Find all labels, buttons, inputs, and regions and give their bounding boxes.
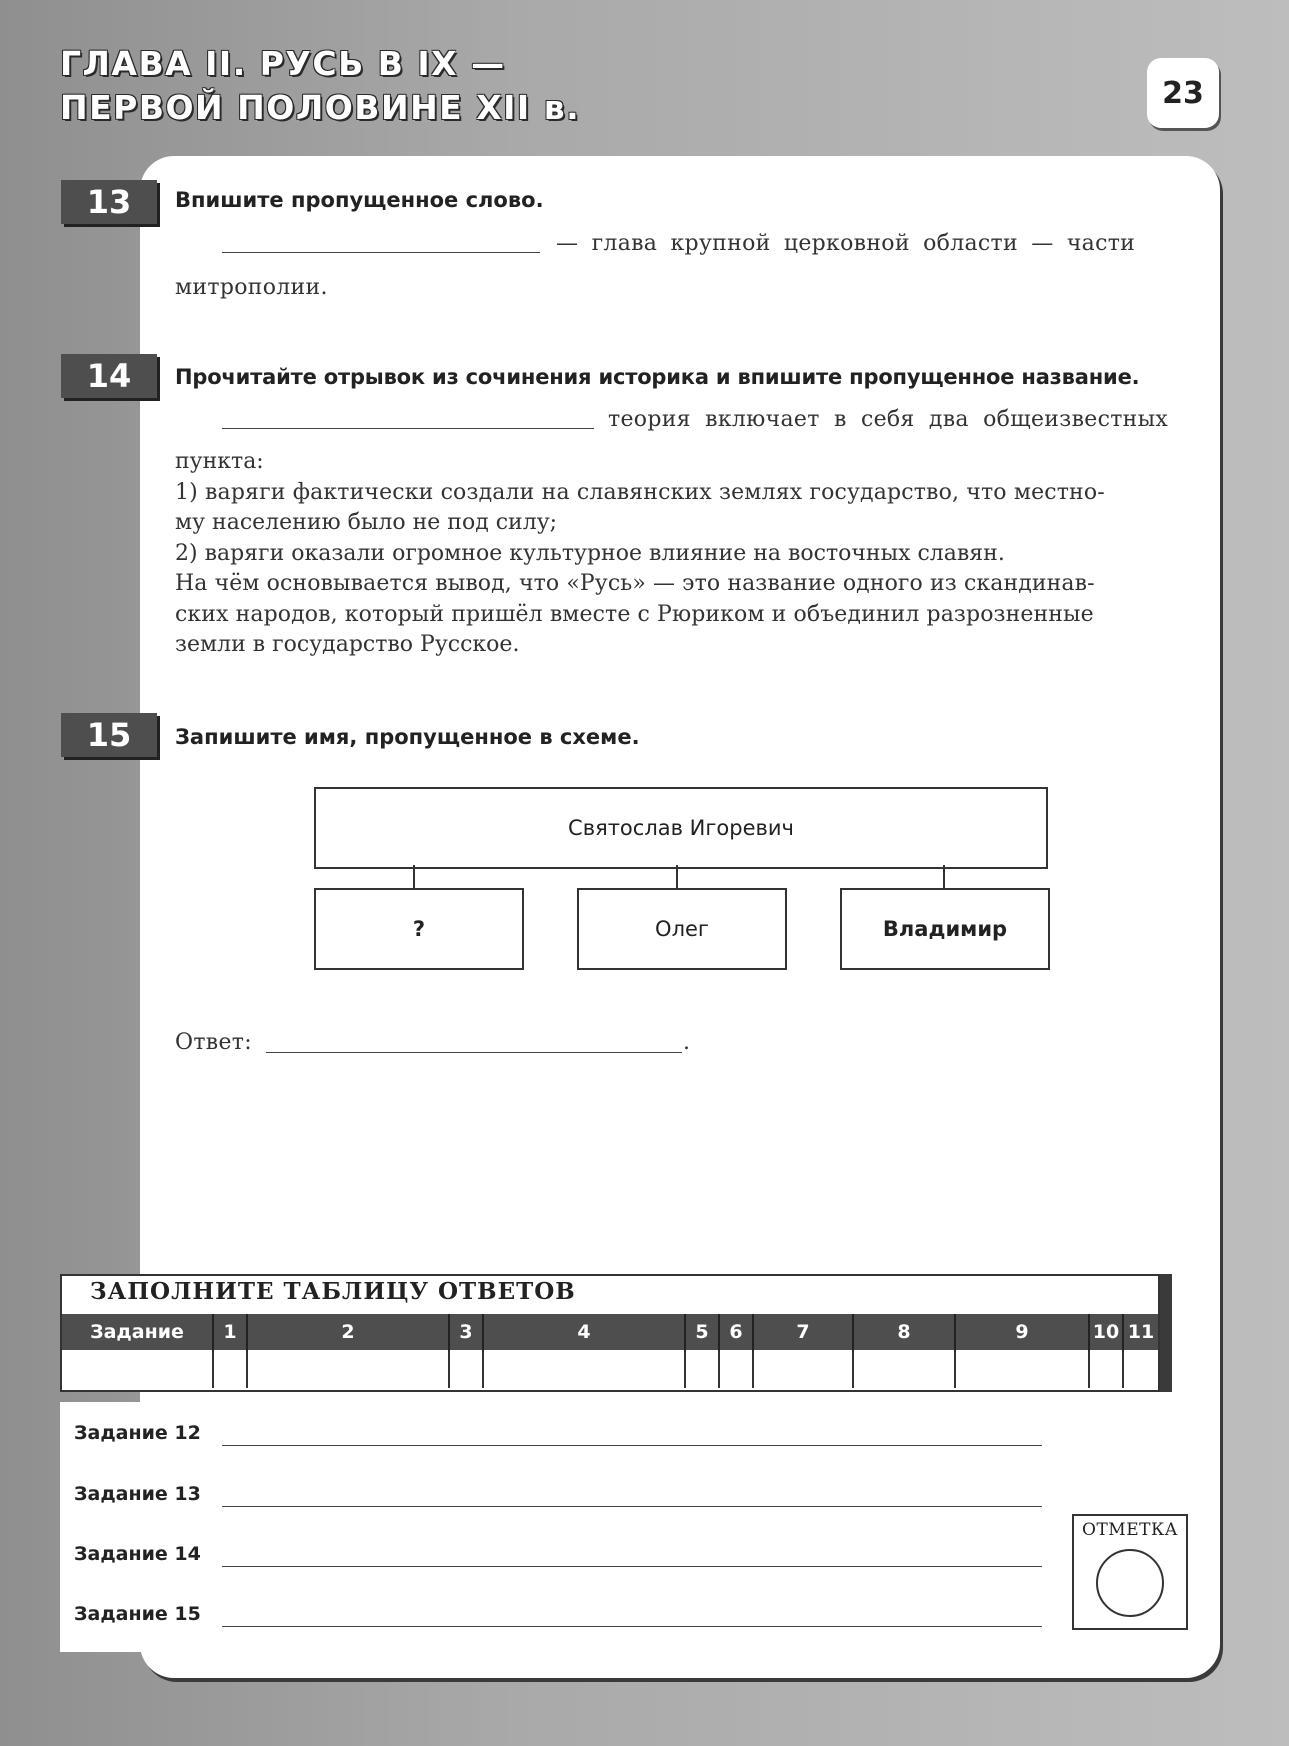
- task-13-badge: 13: [61, 180, 157, 224]
- answer-blank[interactable]: [266, 1028, 682, 1062]
- diagram-child-unknown: ?: [314, 888, 524, 970]
- table-answer-cell[interactable]: [686, 1350, 720, 1388]
- passage-line: земли в государство Русское.: [175, 632, 520, 657]
- answer-line-label-13: Задание 13: [74, 1483, 201, 1505]
- task-13-heading: Впишите пропущенное слово.: [175, 188, 544, 212]
- answer-table-title: ЗАПОЛНИТЕ ТАБЛИЦУ ОТВЕТОВ: [90, 1278, 576, 1305]
- task-14-blank[interactable]: [222, 404, 602, 438]
- task-14-badge: 14: [61, 354, 157, 398]
- table-answer-cell[interactable]: [720, 1350, 754, 1388]
- answer-line-13[interactable]: [222, 1506, 1042, 1507]
- table-answer-cell: [62, 1350, 214, 1388]
- diagram-connector: [676, 865, 678, 889]
- answer-table: ЗАПОЛНИТЕ ТАБЛИЦУ ОТВЕТОВ Задание 1 2 3 …: [60, 1274, 1160, 1392]
- task-14-heading: Прочитайте отрывок из сочинения историка…: [175, 365, 1140, 389]
- table-header-label: Задание: [62, 1314, 214, 1350]
- answer-line-12[interactable]: [222, 1445, 1042, 1446]
- answer-table-row: [62, 1350, 1158, 1388]
- chapter-title-line-2: ПЕРВОЙ ПОЛОВИНЕ XII в.: [60, 88, 581, 127]
- table-answer-cell[interactable]: [450, 1350, 484, 1388]
- answer-period: .: [683, 1030, 691, 1055]
- grade-box: ОТМЕТКА: [1072, 1514, 1188, 1630]
- answer-line-label-15: Задание 15: [74, 1603, 201, 1625]
- table-answer-cell[interactable]: [956, 1350, 1090, 1388]
- table-header-cell: 2: [248, 1314, 450, 1350]
- passage-line: му населению было не под силу;: [175, 510, 558, 535]
- answer-lines-panel: [60, 1402, 1060, 1652]
- passage-line: На чём основывается вывод, что «Русь» — …: [175, 571, 1095, 596]
- answer-line-label-12: Задание 12: [74, 1422, 201, 1444]
- grade-label: ОТМЕТКА: [1082, 1520, 1178, 1540]
- diagram-connector: [413, 865, 415, 889]
- table-header-cell: 4: [484, 1314, 686, 1350]
- table-header-cell: 10: [1090, 1314, 1124, 1350]
- table-header-cell: 3: [450, 1314, 484, 1350]
- chapter-title: ГЛАВА II. РУСЬ В IX — ПЕРВОЙ ПОЛОВИНЕ XI…: [60, 42, 960, 130]
- passage-line: 2) варяги оказали огромное культурное вл…: [175, 540, 1005, 566]
- table-answer-cell[interactable]: [1124, 1350, 1158, 1388]
- table-answer-cell[interactable]: [1090, 1350, 1124, 1388]
- task-15-badge: 15: [61, 713, 157, 757]
- table-header-cell: 6: [720, 1314, 754, 1350]
- table-answer-cell[interactable]: [248, 1350, 450, 1388]
- answer-line-label-14: Задание 14: [74, 1543, 201, 1565]
- answer-table-header: Задание 1 2 3 4 5 6 7 8 9 10 11: [62, 1314, 1158, 1350]
- passage-line: ских народов, который пришёл вместе с Рю…: [175, 601, 1094, 627]
- table-header-cell: 7: [754, 1314, 854, 1350]
- table-header-cell: 9: [956, 1314, 1090, 1350]
- answer-line-14[interactable]: [222, 1566, 1042, 1567]
- diagram-child-oleg: Олег: [577, 888, 787, 970]
- diagram-connector: [943, 865, 945, 889]
- table-header-cell: 5: [686, 1314, 720, 1350]
- task-13-line-2: митрополии.: [175, 275, 328, 300]
- task-14-passage: пункта: 1) варяги фактически создали на …: [175, 447, 1185, 661]
- table-header-cell: 1: [214, 1314, 248, 1350]
- chapter-title-line-1: ГЛАВА II. РУСЬ В IX —: [60, 44, 506, 83]
- diagram-parent-box: Святослав Игоревич: [314, 787, 1048, 869]
- table-answer-cell[interactable]: [854, 1350, 956, 1388]
- table-answer-cell[interactable]: [754, 1350, 854, 1388]
- task-13-blank[interactable]: [222, 228, 542, 262]
- task-15-heading: Запишите имя, пропущенное в схеме.: [175, 725, 640, 749]
- page-number: 23: [1147, 58, 1219, 128]
- answer-label: Ответ:: [175, 1030, 252, 1055]
- table-answer-cell[interactable]: [484, 1350, 686, 1388]
- task-13-line-1: — глава крупной церковной области — част…: [556, 231, 1136, 256]
- table-header-cell: 11: [1127, 1321, 1155, 1343]
- table-answer-cell[interactable]: [214, 1350, 248, 1388]
- table-header-cell: 8: [854, 1314, 956, 1350]
- passage-line: пункта:: [175, 449, 264, 474]
- grade-circle[interactable]: [1096, 1549, 1164, 1617]
- task-14-line-1: теория включает в себя два общеизвестных: [608, 407, 1169, 432]
- passage-line: 1) варяги фактически создали на славянск…: [175, 479, 1105, 505]
- diagram-child-vladimir: Владимир: [840, 888, 1050, 970]
- answer-line-15[interactable]: [222, 1626, 1042, 1627]
